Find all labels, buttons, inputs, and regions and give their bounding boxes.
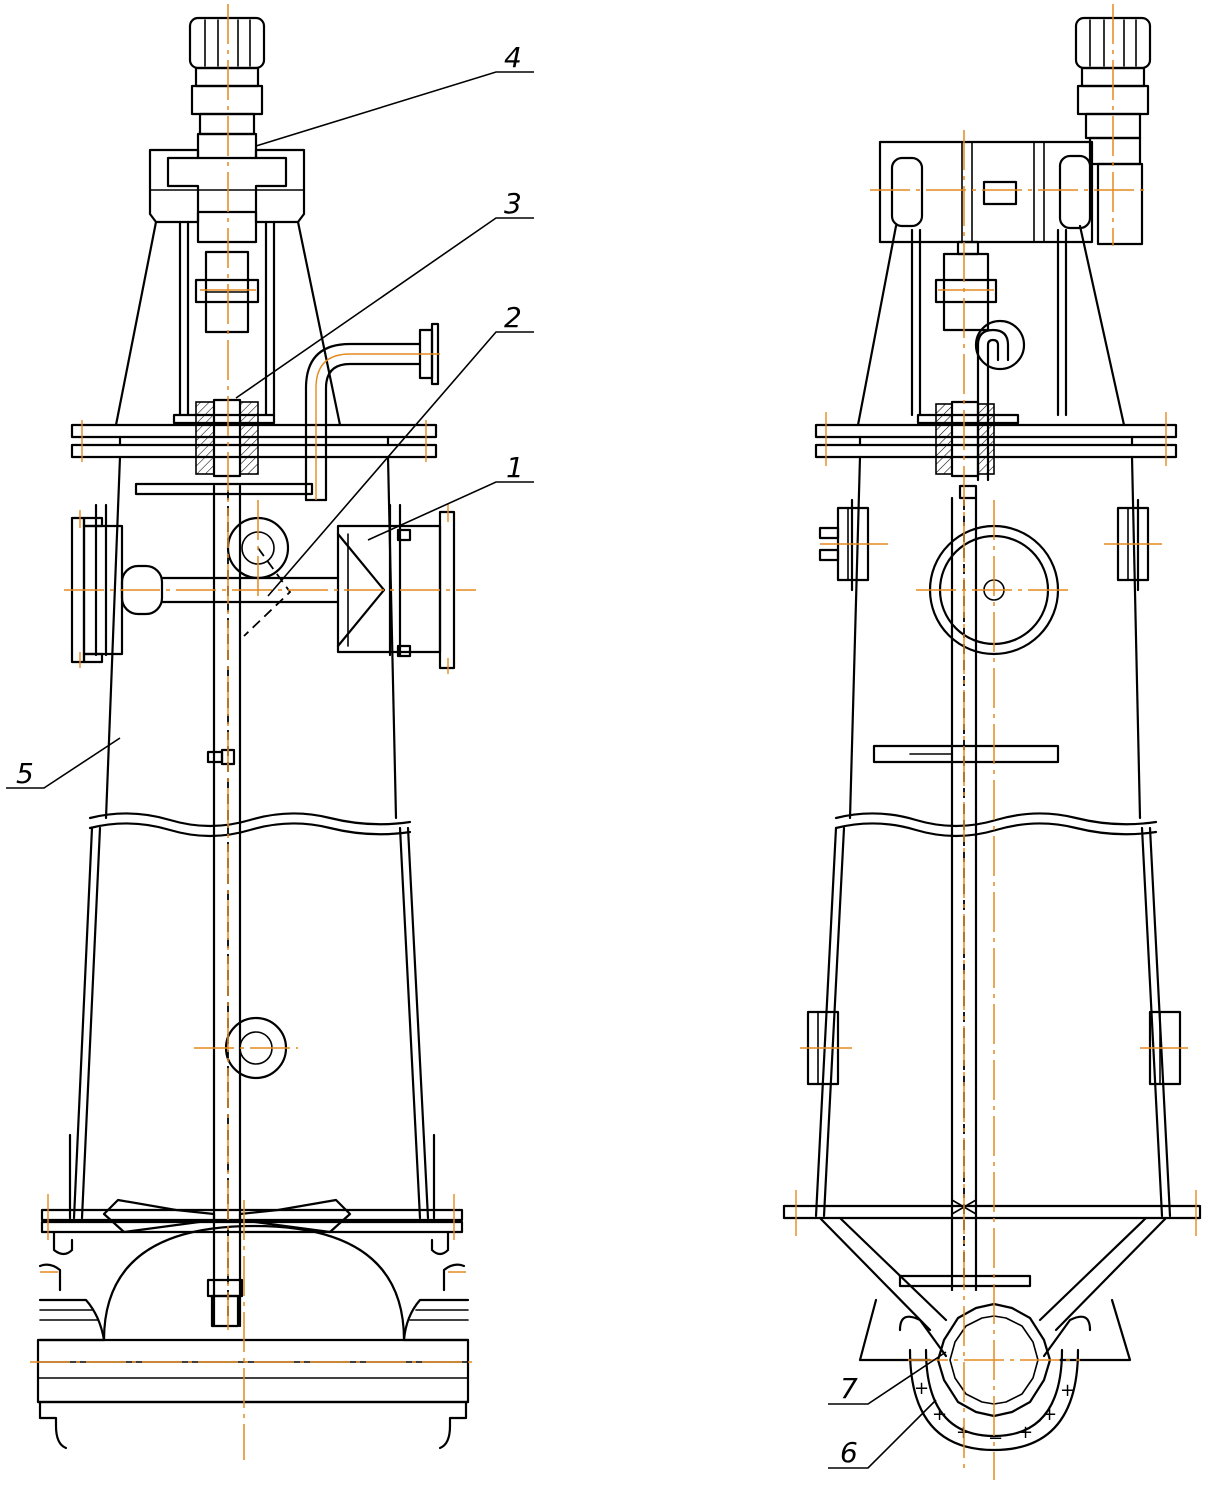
- vessel-lower-left: [68, 826, 436, 1220]
- upper-blade-left: [134, 482, 314, 496]
- gearbox-right: [878, 140, 1094, 244]
- centerlines-left: [30, 4, 476, 1460]
- bottom-section-left: [36, 1208, 470, 1450]
- callout-3: 3: [504, 187, 522, 220]
- vessel-lower-right: [814, 826, 1172, 1218]
- vessel-upper-right: [834, 455, 1158, 838]
- motor-drive-left: [188, 16, 266, 160]
- coupling-housing-left: [148, 148, 306, 334]
- front-view: 4 3 2 1 5: [6, 4, 534, 1460]
- top-flange-right: [814, 423, 1178, 459]
- gland-seal-right: [935, 400, 995, 500]
- return-pipe-3: [304, 322, 440, 502]
- callout-1: 1: [506, 451, 524, 484]
- support-frame-left: [114, 220, 342, 427]
- mid-blade-right: [872, 744, 1060, 764]
- plus-sign: +: [1042, 1404, 1057, 1425]
- centerlines-right: [795, 4, 1197, 1480]
- agitator-shaft-left: [206, 484, 244, 1328]
- callout-7: 7: [840, 1372, 858, 1405]
- side-view: + + + − + + +: [782, 4, 1202, 1480]
- plus-sign: +: [1060, 1380, 1075, 1401]
- coupling-right: [934, 240, 998, 332]
- callout-2: 2: [504, 301, 522, 334]
- return-pipe-right: [974, 319, 1026, 482]
- plus-sign: +: [1018, 1422, 1033, 1443]
- minus-sign: −: [988, 1428, 1003, 1449]
- leaders-left: [6, 71, 534, 789]
- support-frame-right: [856, 224, 1126, 427]
- gland-seal-left: [195, 398, 259, 478]
- plus-sign: +: [932, 1404, 947, 1425]
- vessel-upper-left: [88, 455, 412, 838]
- callout-6: 6: [840, 1436, 858, 1469]
- callout-5: 5: [16, 757, 34, 790]
- callout-4: 4: [504, 41, 522, 74]
- leaders-right: [828, 1351, 947, 1469]
- plus-sign: +: [914, 1378, 929, 1399]
- conical-bottom-right: [782, 1204, 1202, 1362]
